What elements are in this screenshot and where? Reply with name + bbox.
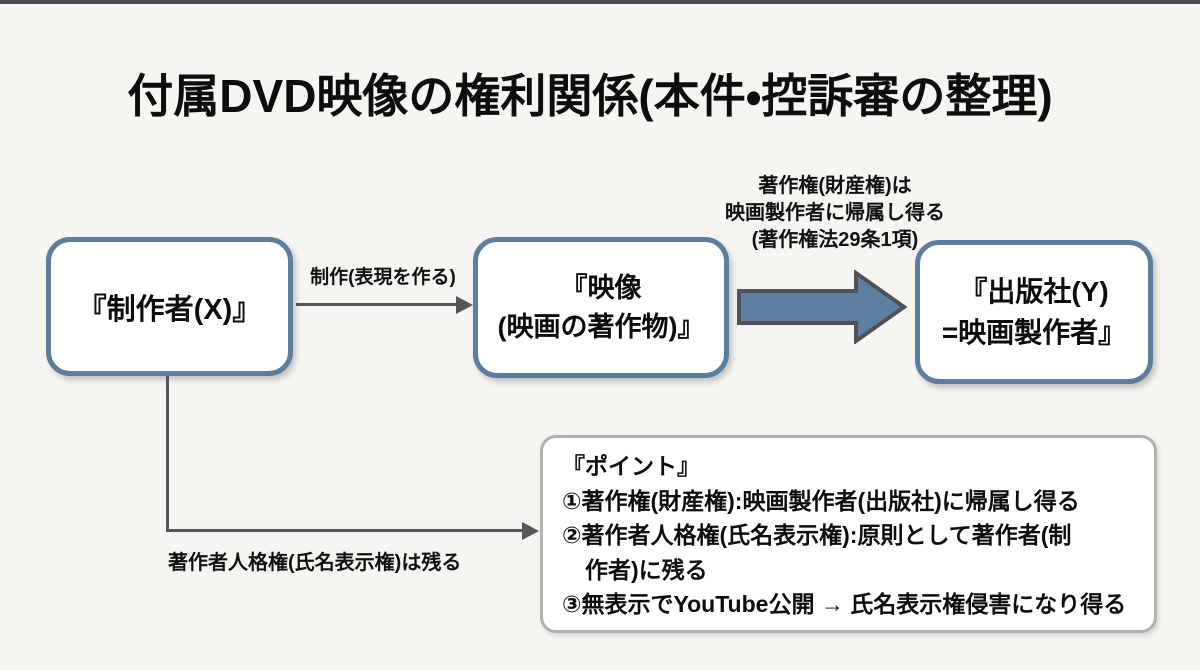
points-item-2-continuation: 作者)に残る bbox=[585, 556, 708, 583]
node-video: 『映像 (映画の著作物)』 bbox=[473, 237, 729, 378]
edge-moral-vertical-line bbox=[166, 376, 169, 530]
node-publisher: 『出版社(Y) =映画製作者』 bbox=[915, 240, 1153, 384]
transfer-note-line2: 映画製作者に帰属し得る bbox=[725, 202, 945, 224]
transfer-note-line1: 著作権(財産権)は bbox=[758, 175, 912, 197]
points-box: 『ポイント』 ①著作権(財産権):映画製作者(出版社)に帰属し得る ②著作者人格… bbox=[540, 435, 1157, 633]
edge-moral-label: 著作者人格権(氏名表示権)は残る bbox=[168, 552, 462, 574]
edge-create-label: 制作(表現を作る) bbox=[310, 267, 456, 288]
edge-moral-arrowhead-icon bbox=[522, 522, 539, 540]
node-video-label-line2: (映画の著作物)』 bbox=[497, 311, 705, 342]
transfer-block-arrow-icon bbox=[737, 270, 907, 344]
points-title: 『ポイント』 bbox=[562, 453, 700, 479]
edge-create-arrowhead-icon bbox=[456, 296, 473, 314]
node-publisher-label-line2: =映画製作者』 bbox=[941, 317, 1127, 348]
transfer-note-line3: (著作権法29条1項) bbox=[751, 229, 919, 251]
node-publisher-label-line1: 『出版社(Y) bbox=[959, 276, 1109, 307]
node-video-label-line1: 『映像 bbox=[560, 272, 642, 303]
top-edge-bar bbox=[0, 0, 1200, 4]
page-title: 付属DVD映像の権利関係(本件・控訴審の整理) bbox=[127, 70, 1053, 122]
transfer-note: 著作権(財産権)は 映画製作者に帰属し得る (著作権法29条1項) bbox=[690, 173, 980, 254]
points-item-3: ③無表示でYouTube公開 → 氏名表示権侵害になり得る bbox=[562, 591, 1127, 617]
points-item-2: ②著作者人格権(氏名表示権):原則として著作者(制 bbox=[562, 522, 1072, 548]
edge-create-line bbox=[296, 303, 458, 306]
node-creator: 『制作者(X)』 bbox=[46, 237, 293, 376]
points-item-1: ①著作権(財産権):映画製作者(出版社)に帰属し得る bbox=[562, 487, 1080, 514]
node-creator-label: 『制作者(X)』 bbox=[77, 293, 262, 326]
edge-moral-horizontal-line bbox=[166, 529, 523, 532]
